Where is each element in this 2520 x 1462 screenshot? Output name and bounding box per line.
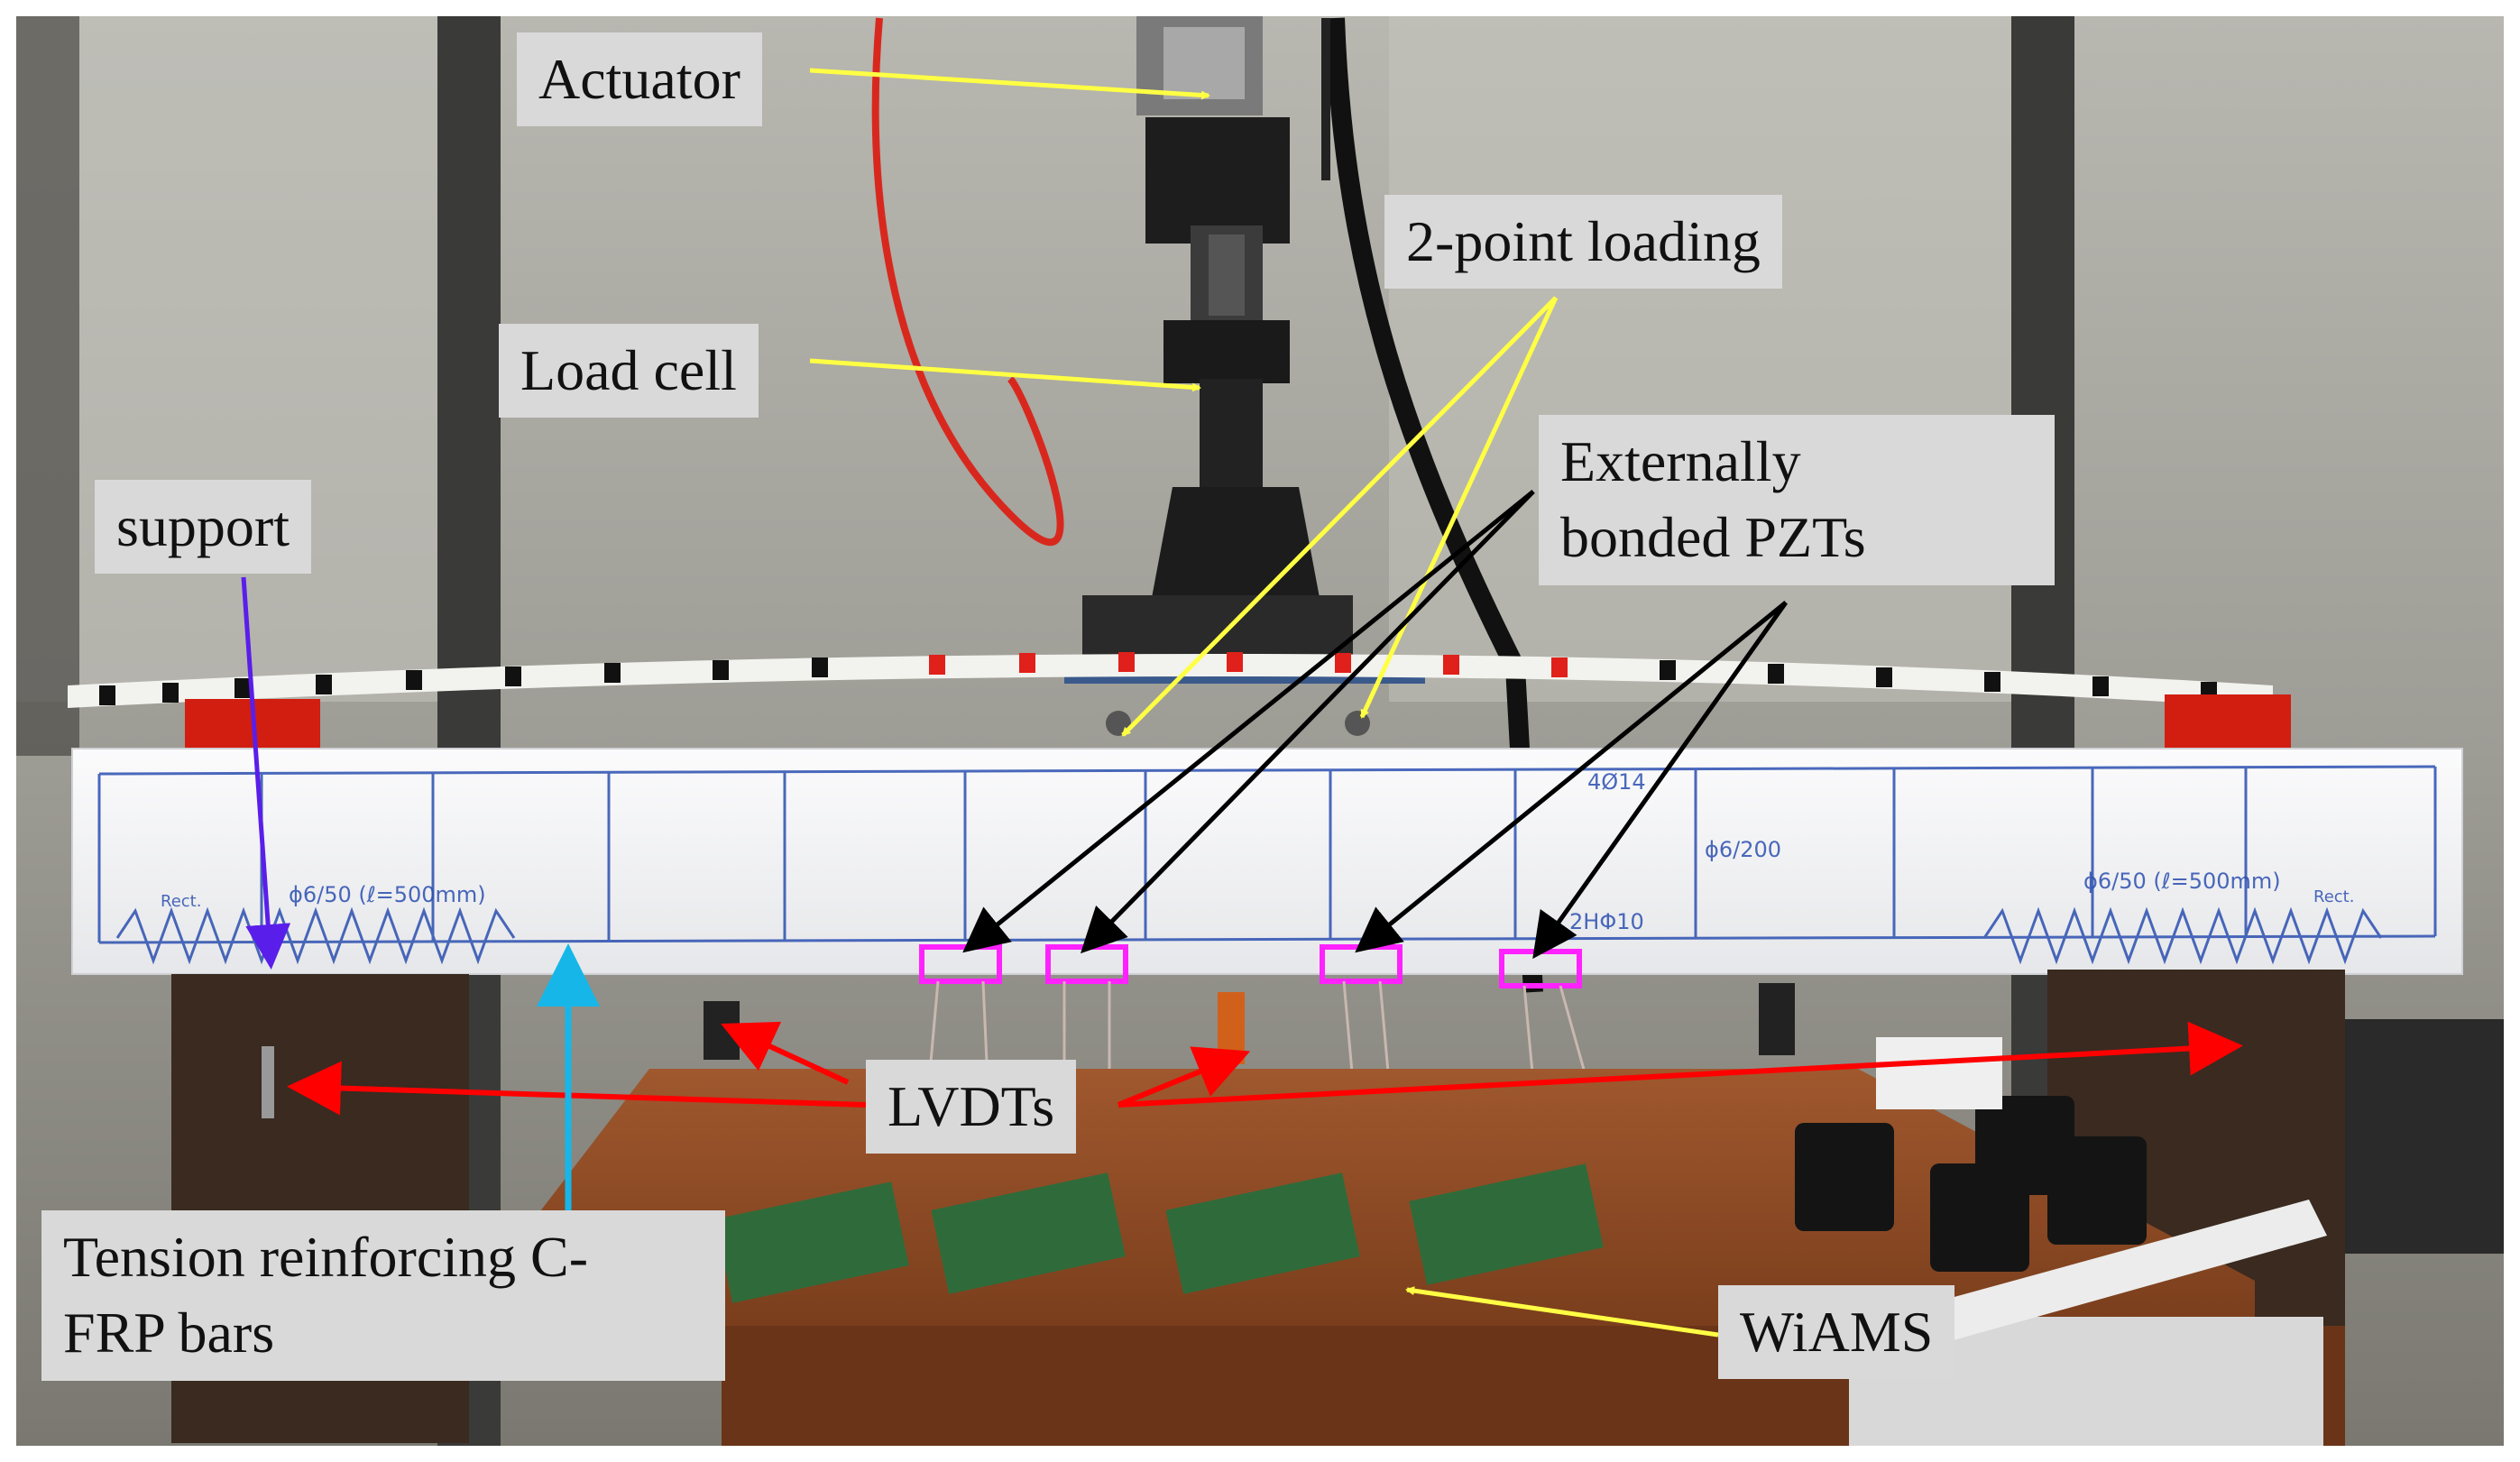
arrow-lvdt-center-right [1117, 1046, 1251, 1108]
arrow-lvdt-right [1117, 1021, 2243, 1108]
arrow-support [241, 576, 291, 970]
support-block-right [2165, 694, 2291, 753]
lvdt-2 [1218, 992, 1245, 1064]
beam-note-left-stirrups: ϕ6/50 (ℓ=500mm) [289, 882, 486, 907]
arrow-wiams [1405, 1286, 1719, 1338]
label-load-cell: Load cell [499, 324, 759, 418]
label-wiams: WiAMS [1718, 1285, 1955, 1380]
label-actuator: Actuator [517, 32, 762, 127]
label-two-point-loading: 2-point loading [1384, 195, 1782, 290]
label-externally-bonded-line2: bonded PZTs [1560, 505, 1866, 570]
label-tension-reinforcing: Tension reinforcing C- FRP bars [41, 1210, 725, 1381]
wiams-boards [714, 1163, 1604, 1303]
arrow-actuator [809, 68, 1210, 100]
arrow-pzt-1 [962, 490, 1535, 953]
load-cell [1163, 320, 1290, 383]
beam-note-rect-left: Rect. [161, 892, 201, 911]
beam-note-top-bars: 4Ø14 [1587, 769, 1646, 795]
arrow-pzt-2 [1080, 490, 1535, 954]
label-lvdts: LVDTs [866, 1060, 1077, 1154]
arrow-pzt-4 [1532, 601, 1789, 960]
arrow-lvdt-center-left [721, 1021, 850, 1085]
arrow-pzt-3 [1355, 601, 1788, 953]
beam-note-rect-right: Rect. [2313, 887, 2354, 906]
pzt-box-1 [919, 944, 1002, 984]
label-support: support [95, 480, 311, 575]
label-externally-bonded-line1: Externally [1560, 429, 1801, 493]
beam-note-right-stirrups: ϕ6/50 (ℓ=500mm) [2083, 869, 2281, 894]
label-tension-line2: FRP bars [63, 1301, 275, 1365]
beam-note-mid-stirrups: ϕ6/200 [1705, 837, 1781, 862]
arrow-loading-point-1 [1121, 296, 1558, 737]
arrow-loading-point-2 [1359, 296, 1559, 719]
beam-note-bottom-bars: 2HΦ10 [1569, 909, 1644, 934]
label-tension-line1: Tension reinforcing C- [63, 1225, 589, 1289]
arrow-lvdt-left [287, 1061, 867, 1116]
label-externally-bonded-pzts: Externally bonded PZTs [1539, 415, 2055, 585]
lvdt-3 [1759, 983, 1795, 1055]
arrow-load-cell [809, 358, 1201, 392]
